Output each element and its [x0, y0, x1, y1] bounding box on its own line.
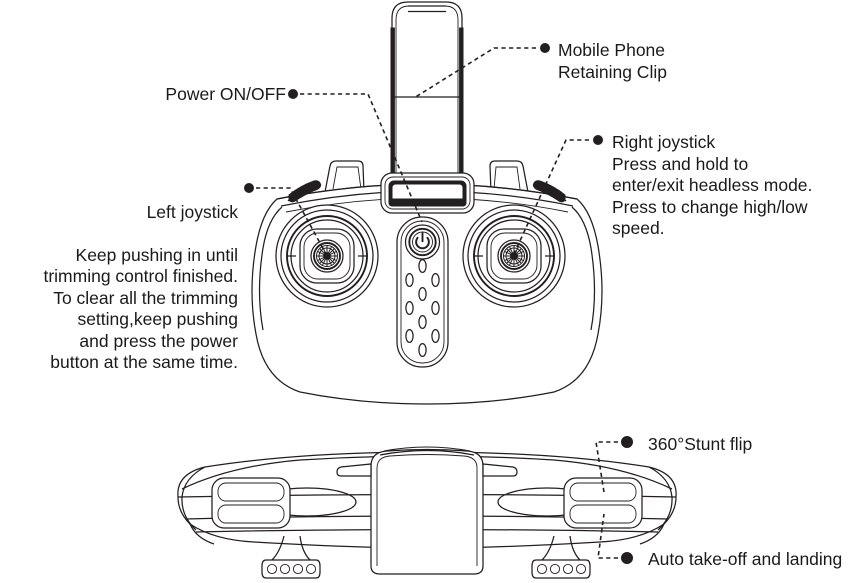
right-shoulder-trigger[interactable]: [532, 180, 567, 203]
right-joystick[interactable]: [462, 204, 566, 308]
rear-left-foot: [261, 535, 321, 579]
controller-body-top-view: [251, 160, 603, 405]
callout-label-left-joystick: Left joystick Keep pushing in until trim…: [0, 180, 238, 395]
leader-right-joystick: [513, 135, 603, 255]
rear-left-button-pair[interactable]: [211, 477, 291, 529]
left-joystick[interactable]: [275, 204, 379, 308]
leader-auto-takeoff: [597, 513, 633, 564]
rear-right-foot: [531, 535, 591, 579]
callout-left-joystick-body: Keep pushing in until trimming control f…: [43, 244, 238, 373]
leader-bullet-stunt-flip: [621, 436, 633, 448]
speaker-grille: [405, 258, 440, 358]
callout-left-joystick-heading: Left joystick: [146, 201, 238, 222]
callout-label-stunt-flip: 360°Stunt flip: [648, 434, 753, 454]
leader-bullet-left-joystick: [244, 183, 254, 193]
leader-mobile-phone-clip: [413, 43, 550, 99]
center-control-panel: [396, 216, 449, 368]
leader-power-on-off: [288, 89, 423, 223]
rear-right-button-pair[interactable]: [563, 477, 643, 529]
leader-stunt-flip: [595, 436, 633, 493]
rear-view-body: [177, 446, 677, 579]
callout-label-auto-takeoff: Auto take-off and landing: [648, 549, 843, 569]
leader-left-joystick: [244, 183, 327, 255]
callout-label-right-joystick: Right joystick Press and hold to enter/e…: [612, 132, 813, 238]
leader-bullet-power: [288, 89, 298, 99]
display-window: [380, 172, 475, 214]
rear-phone-clip: [336, 446, 518, 575]
callout-label-power: Power ON/OFF: [165, 84, 286, 104]
left-shoulder-trigger[interactable]: [287, 180, 322, 203]
phone-retaining-clip: [389, 1, 465, 187]
leader-bullet-right-joystick: [593, 135, 603, 145]
leader-bullet-auto-takeoff: [621, 552, 633, 564]
leader-bullet-mobile: [540, 43, 550, 53]
callout-label-mobile-phone-clip: Mobile Phone Retaining Clip: [558, 40, 667, 82]
power-button[interactable]: [404, 224, 441, 260]
